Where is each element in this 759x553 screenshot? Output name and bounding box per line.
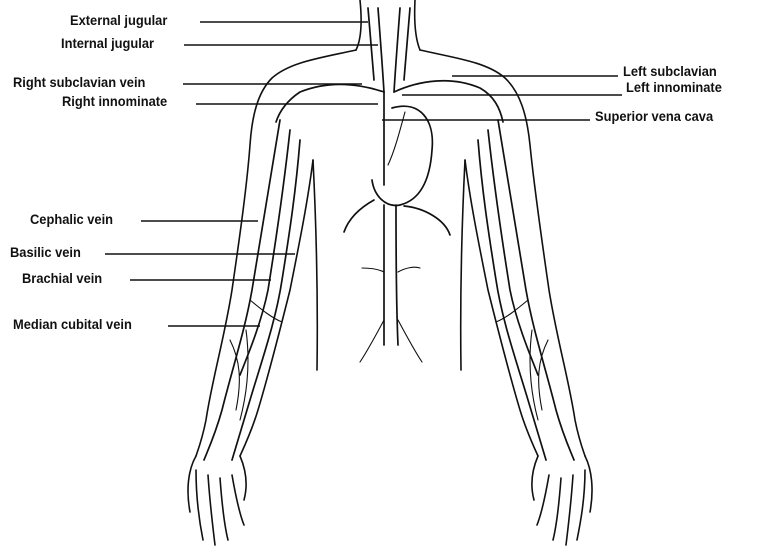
label-brachial-vein: Brachial vein: [22, 270, 102, 286]
leader-lines: [105, 22, 622, 326]
label-internal-jugular: Internal jugular: [61, 35, 154, 51]
label-right-subclavian-vein: Right subclavian vein: [13, 74, 145, 90]
left-external-jugular: [404, 8, 410, 80]
label-right-innominate: Right innominate: [62, 93, 167, 109]
body-outline: [188, 0, 592, 545]
label-left-subclavian: Left subclavian: [623, 63, 717, 79]
right-external-jugular: [368, 8, 374, 80]
left-internal-jugular: [394, 8, 400, 92]
label-superior-vena-cava: Superior vena cava: [595, 108, 713, 124]
left-subclavian-vessel: [394, 81, 503, 122]
right-internal-jugular: [378, 8, 384, 92]
label-basilic-vein: Basilic vein: [10, 244, 81, 260]
label-cephalic-vein: Cephalic vein: [30, 211, 113, 227]
label-median-cubital-vein: Median cubital vein: [13, 316, 132, 332]
label-left-innominate: Left innominate: [626, 79, 722, 95]
label-external-jugular: External jugular: [70, 12, 167, 28]
